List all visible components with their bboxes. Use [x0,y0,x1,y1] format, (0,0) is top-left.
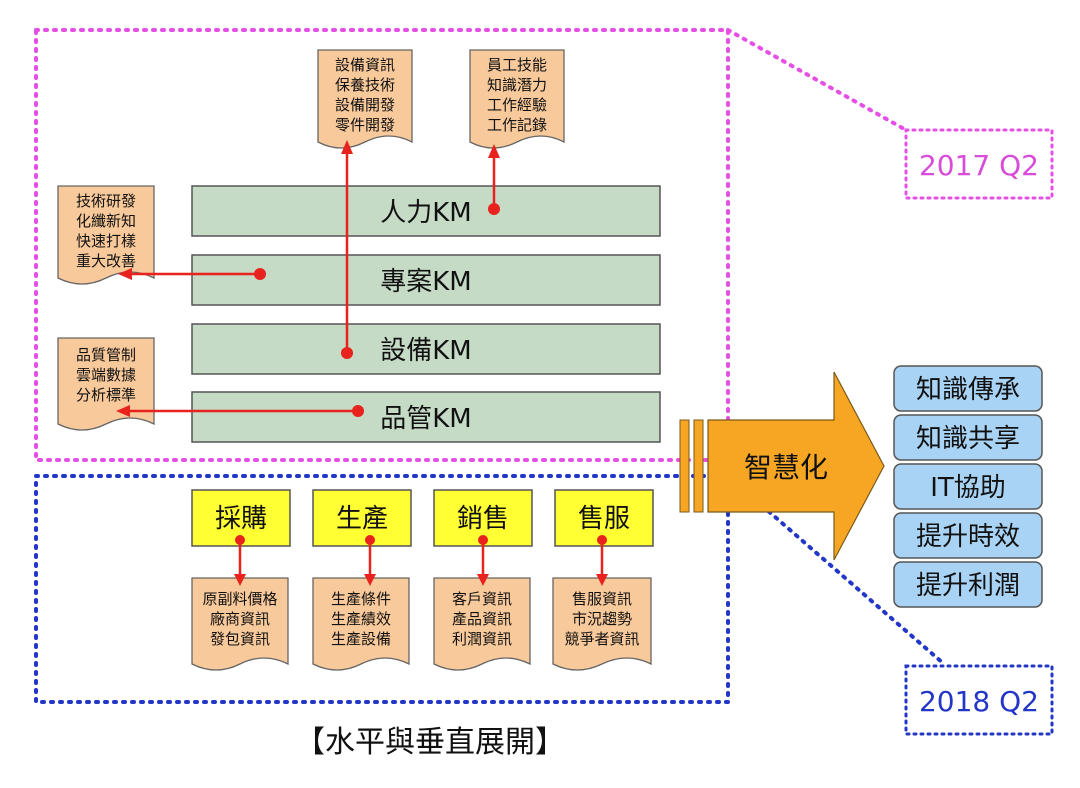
doc-quality: 品質管制 雲端數據 分析標準 [57,337,155,431]
doc-hr-line-2: 知識潛力 [487,76,547,94]
km-bar-quality: 品管KM [191,391,661,443]
doc-project-line-4: 重大改善 [76,252,136,270]
doc-project-line-3: 快速打樣 [76,232,136,250]
department-production-doc-3: 生產設備 [331,630,391,648]
doc-quality-line-2: 雲端數據 [76,366,136,384]
region-2018 [34,474,730,704]
connector-hr [488,144,500,215]
department-purchasing-doc-3: 發包資訊 [210,630,270,648]
km-bar-project-label: 專案KM [380,267,471,297]
outcome-5: 提升利潤 [916,571,1020,601]
km-bar-equipment-label: 設備KM [380,336,471,366]
leader-2017 [726,28,908,132]
diagram-caption: 【水平與垂直展開】 [295,725,565,760]
department-sales-doc-2: 產品資訊 [452,610,512,628]
phase-label-2018: 2018 Q2 [904,664,1054,736]
department-production: 生產 生產條件 生產績效 生產設備 [312,489,412,671]
department-sales-doc-3: 利潤資訊 [452,630,512,648]
km-bar-equipment: 設備KM [191,323,661,375]
doc-equipment-line-2: 保養技術 [335,76,395,94]
department-production-doc-1: 生產條件 [331,590,391,608]
department-service-label: 售服 [578,504,630,534]
phase-label-2017: 2017 Q2 [904,128,1054,200]
doc-project: 技術研發 化纖新知 快速打樣 重大改善 [57,185,155,285]
department-sales-label: 銷售 [457,504,509,534]
km-bar-hr-label: 人力KM [380,198,471,228]
phase-label-2017-text: 2017 Q2 [919,149,1039,182]
doc-project-line-2: 化纖新知 [76,212,136,230]
department-service-doc-1: 售服資訊 [572,590,632,608]
doc-equipment-line-4: 零件開發 [335,116,395,134]
connector-equipment [341,140,353,359]
doc-hr-line-4: 工作記錄 [487,116,547,134]
department-purchasing-doc-2: 廠商資訊 [210,610,270,628]
doc-equipment-line-1: 設備資訊 [335,56,395,74]
department-service-doc-2: 市況趨勢 [572,610,632,628]
doc-hr-line-3: 工作經驗 [487,96,547,114]
department-production-label: 生產 [336,504,388,534]
intelligence-arrow: 智慧化 [679,371,885,561]
department-production-doc-2: 生產績效 [331,610,391,628]
department-purchasing-doc-1: 原副料價格 [202,590,277,608]
km-bar-hr: 人力KM [191,185,661,237]
km-bar-project: 專案KM [191,254,661,306]
department-sales-doc-1: 客戶資訊 [452,590,512,608]
department-service-doc-3: 競爭者資訊 [564,630,639,648]
doc-project-line-1: 技術研發 [76,192,136,210]
doc-hr: 員工技能 知識潛力 工作經驗 工作記錄 [469,49,565,149]
outcome-list: 知識傳承 知識共享 IT協助 提升時效 提升利潤 [893,365,1043,608]
region-2017 [34,28,730,462]
outcome-2: 知識共享 [916,424,1020,454]
doc-equipment-line-3: 設備開發 [335,96,395,114]
connector-departments [234,535,608,586]
doc-quality-line-1: 品質管制 [76,346,136,364]
outcome-1: 知識傳承 [916,375,1020,405]
km-bar-quality-label: 品管KM [380,404,471,434]
outcome-3: IT協助 [930,473,1006,503]
phase-label-2018-text: 2018 Q2 [919,685,1039,718]
outcome-4: 提升時效 [916,522,1020,552]
connector-project [118,268,266,280]
doc-equipment: 設備資訊 保養技術 設備開發 零件開發 [317,49,413,149]
connector-quality [116,405,364,417]
department-purchasing-label: 採購 [215,504,267,534]
doc-quality-line-3: 分析標準 [76,386,136,404]
intelligence-arrow-label: 智慧化 [744,451,828,484]
doc-hr-line-1: 員工技能 [487,56,547,74]
